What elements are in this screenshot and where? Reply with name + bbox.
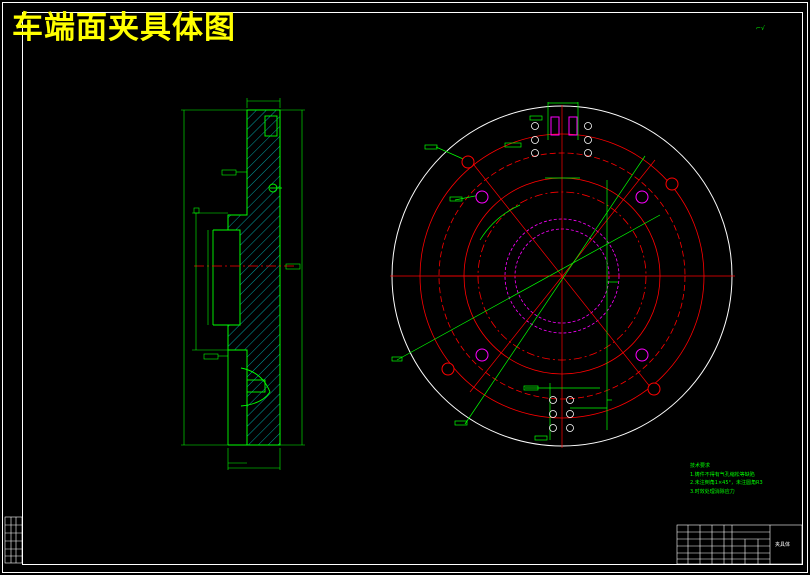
section-hatch [227, 109, 281, 446]
roughness-symbol: ⌐√ [756, 25, 765, 32]
inner-frame [22, 12, 803, 565]
drawing-title: 车端面夹具体图 [12, 10, 236, 46]
bolt-holes [441, 155, 679, 396]
notes-heading: 技术要求 [690, 463, 711, 469]
revision-box [4, 516, 23, 564]
note-line: 2.未注倒角1×45°，未注圆角R3 [690, 480, 763, 486]
note-line: 1.铸件不得有气孔缩松等缺陷 [690, 471, 755, 478]
title-block-part-name: 夹具体 [775, 542, 791, 548]
section-view [181, 98, 305, 470]
front-view [390, 102, 735, 448]
title-block [676, 524, 803, 565]
technical-notes: 技术要求 1.铸件不得有气孔缩松等缺陷 2.未注倒角1×45°，未注圆角R3 3… [690, 462, 763, 496]
note-line: 3.时效处理消除应力 [690, 488, 735, 495]
